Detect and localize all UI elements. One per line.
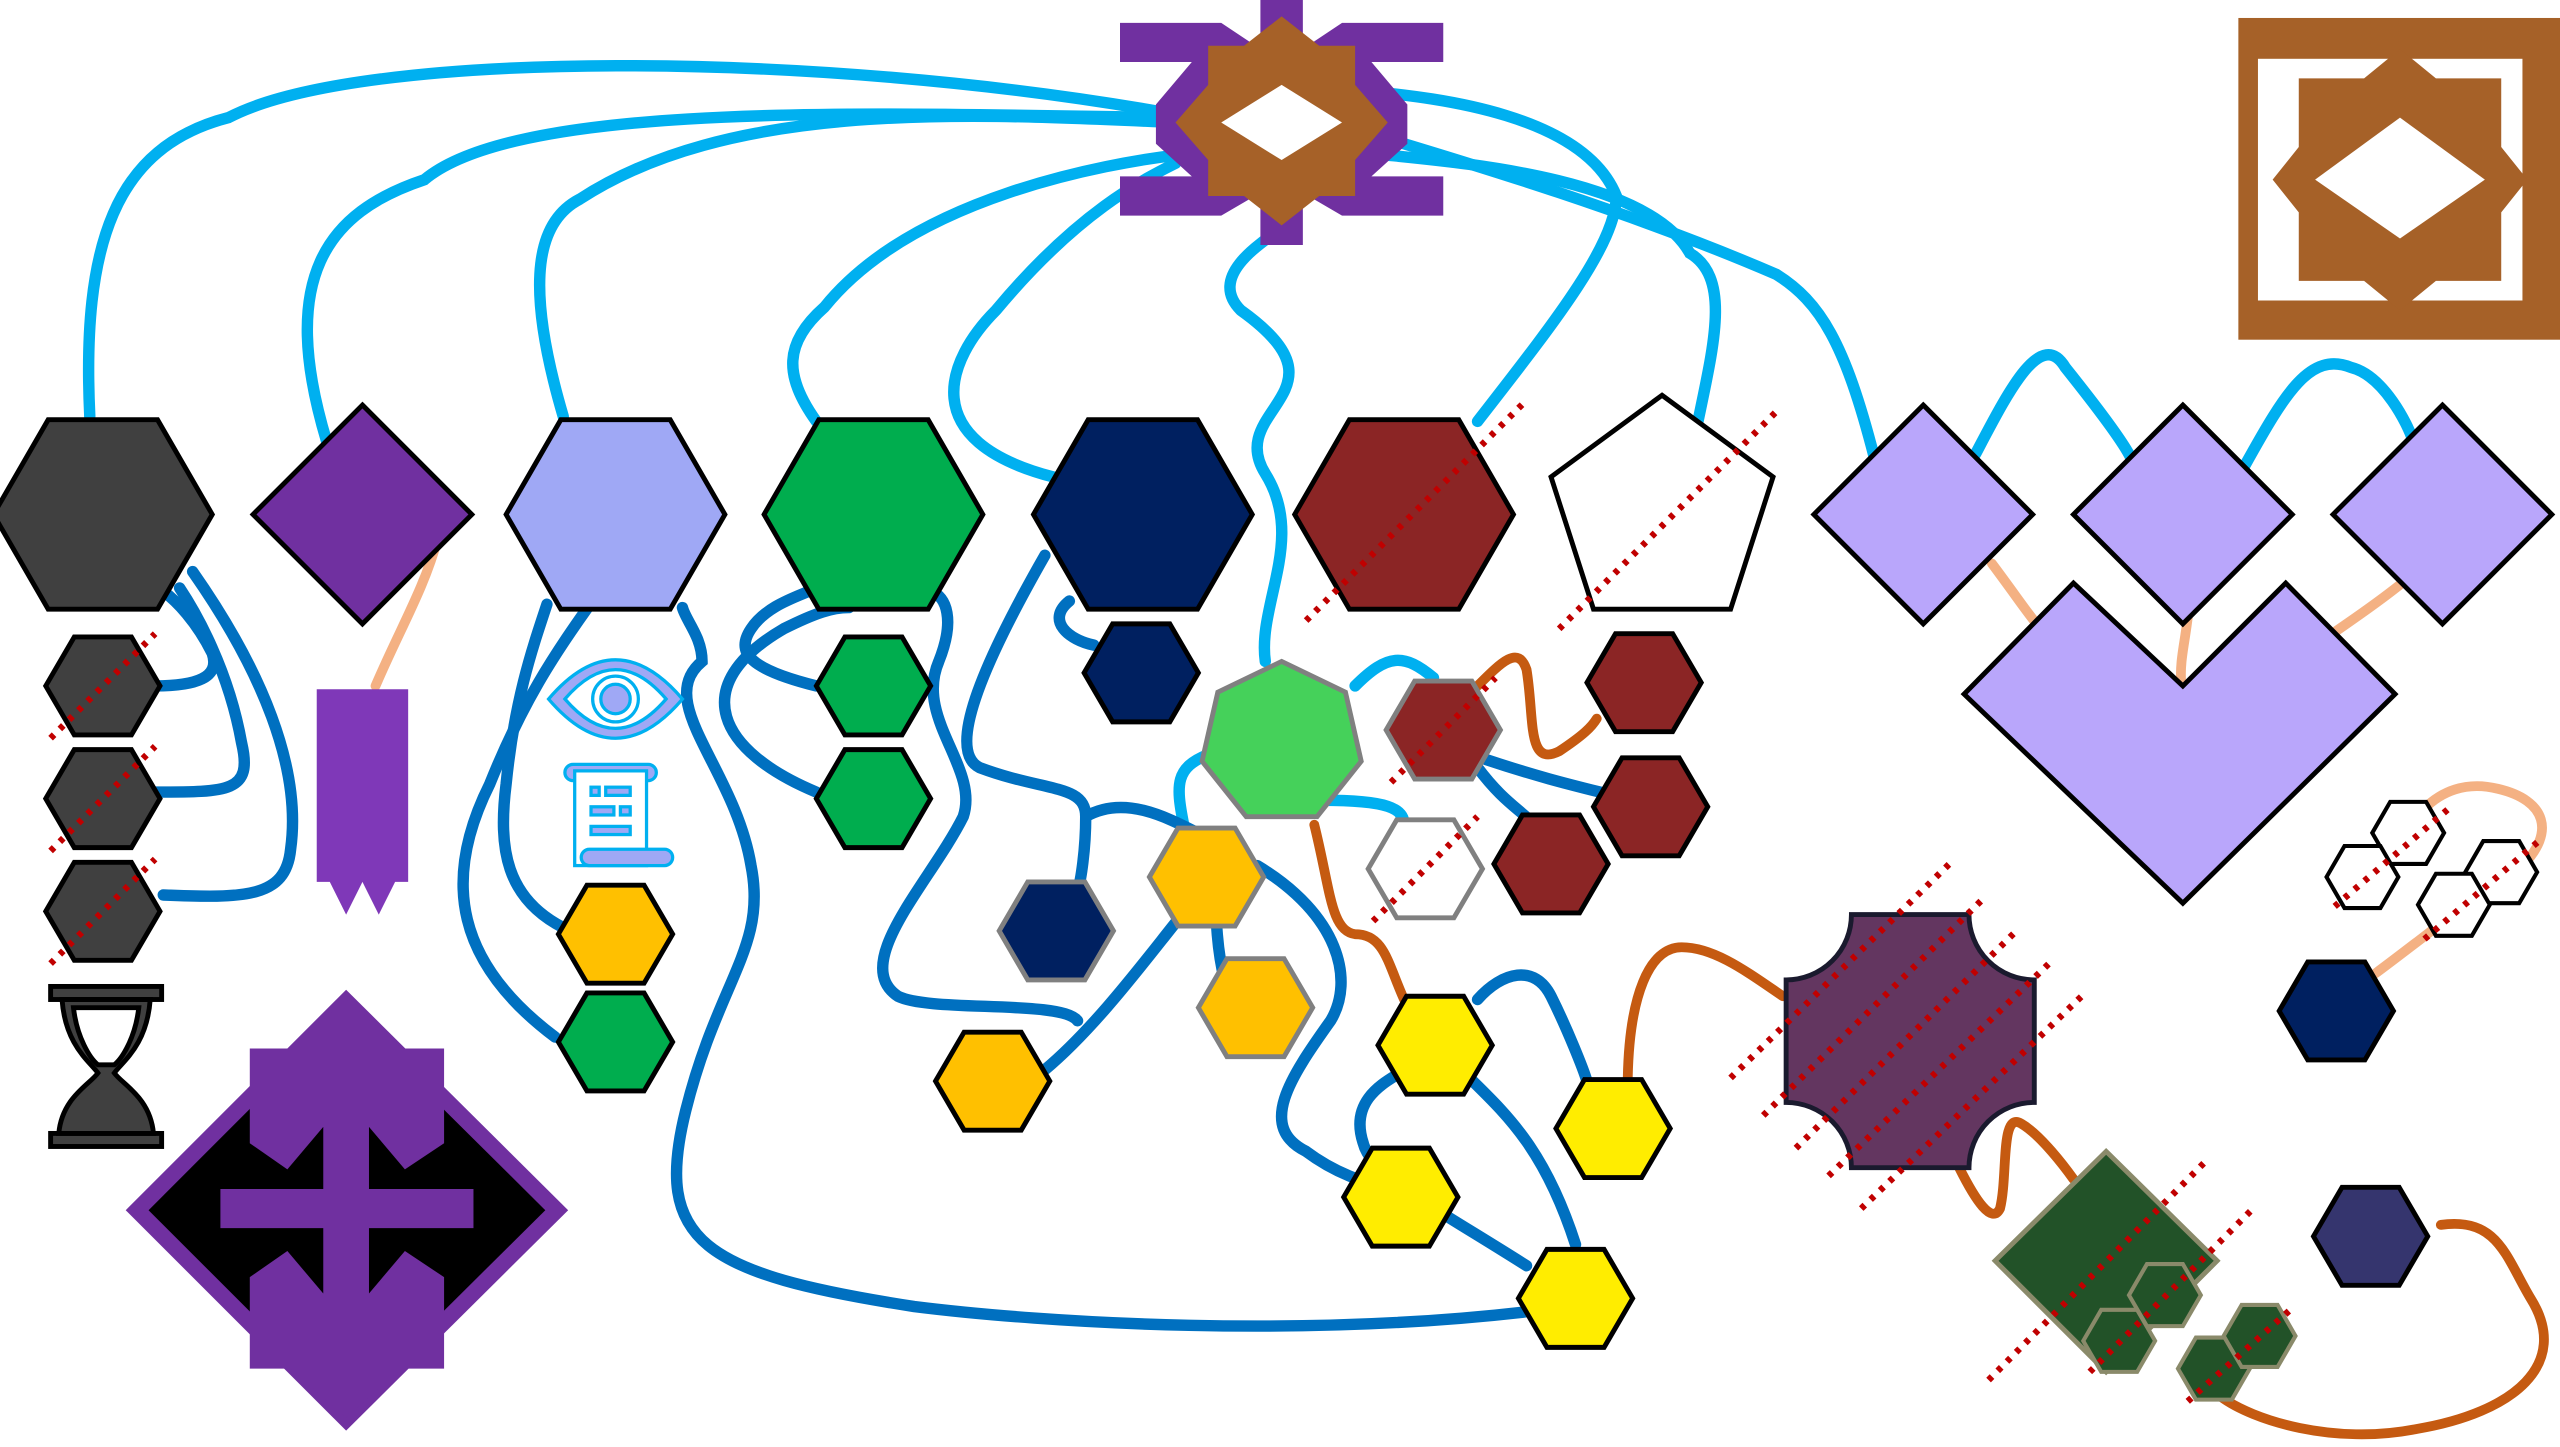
edge-connector (1349, 654, 1440, 692)
edge-connector (1173, 748, 1214, 831)
edge-connector (2215, 1218, 2549, 1440)
small-hex-node-dark-gray[interactable] (42, 634, 163, 738)
edge-connector (1472, 652, 1602, 760)
diamond-node-lavender[interactable] (2329, 401, 2556, 628)
edge-connector (2239, 358, 2419, 472)
small-hex-node-gold[interactable] (1195, 956, 1316, 1060)
edge-connector (497, 598, 569, 934)
small-hex-node-maroon[interactable] (1491, 812, 1611, 916)
diamond-node-lavender[interactable] (1810, 401, 2037, 628)
edge-connector (1969, 349, 2137, 464)
top-right-emblem[interactable] (2238, 17, 2560, 340)
edge-connector (670, 601, 1549, 1332)
scroll-icon[interactable] (563, 762, 675, 868)
chevron-node-lavender[interactable] (1960, 579, 2399, 907)
tiny-hex-node-white[interactable] (2415, 871, 2493, 938)
small-hexes-layer (42, 621, 2540, 1402)
edge-connector (1622, 942, 1788, 1083)
edge-connector (1354, 1064, 1533, 1272)
edge-connector (2176, 612, 2193, 688)
edge-connector (877, 585, 1084, 1027)
small-hex-node-gold[interactable] (932, 1029, 1053, 1133)
small-hex-node-navy[interactable] (1081, 621, 1202, 725)
edge-connector (1954, 1117, 2079, 1219)
small-hex-node-navy[interactable] (2276, 959, 2397, 1063)
hex-node-periwinkle[interactable] (503, 417, 728, 612)
edge-connector (1455, 1064, 1582, 1251)
small-hex-node-gold[interactable] (555, 882, 676, 986)
edge-connector (1224, 222, 1295, 668)
edge-connector (457, 601, 594, 1043)
edge-connector (1986, 558, 2046, 634)
pentagon-node-white[interactable] (1548, 392, 1776, 612)
edge-connector (1251, 859, 1394, 1195)
small-hex-node-dark-gray[interactable] (42, 747, 163, 851)
small-hex-node-dark-gray[interactable] (42, 859, 163, 963)
small-hex-node-yellow[interactable] (1340, 1145, 1461, 1249)
tiny-hex-node-white[interactable] (2324, 843, 2401, 911)
nodes-layer (0, 392, 2556, 907)
slash-marks-layer (48, 397, 2541, 1404)
tiny-hex-node-forest[interactable] (2221, 1302, 2298, 1370)
hourglass-icon[interactable] (48, 983, 165, 1149)
edge-connector (534, 110, 1182, 423)
edge-connector (1471, 969, 1593, 1087)
hex-node-dark-gray[interactable] (0, 417, 216, 612)
edge-connector (1480, 753, 1606, 798)
hex-node-navy[interactable] (1030, 417, 1256, 612)
hex-node-green[interactable] (761, 417, 986, 612)
edge-connector (82, 60, 1182, 423)
edge-connector (2329, 579, 2405, 637)
small-hex-node-maroon[interactable] (1584, 631, 1705, 735)
small-hex-node-yellow[interactable] (1515, 1246, 1636, 1350)
edge-connector (961, 549, 1092, 896)
small-hex-node-maroon[interactable] (1590, 755, 1711, 859)
small-hex-node-white[interactable] (1365, 817, 1486, 921)
diamond-node-purple[interactable] (249, 401, 476, 628)
locked-slash-mark (2185, 1304, 2297, 1404)
edge-connector (739, 582, 823, 692)
small-hex-node-yellow[interactable] (1553, 1077, 1674, 1180)
small-hex-node-green[interactable] (555, 990, 676, 1094)
edge-connector (157, 565, 299, 902)
edge-connector (1309, 819, 1409, 1005)
edge-connector (1382, 133, 1880, 464)
small-hex-node-navy[interactable] (996, 879, 1117, 983)
eye-icon[interactable] (546, 658, 685, 740)
edge-connector (301, 108, 1182, 447)
top-root-emblem[interactable] (1120, 0, 1444, 245)
plum-octagon-node[interactable] (1783, 912, 2037, 1171)
banner-icon[interactable] (316, 689, 409, 915)
small-hex-node-green[interactable] (813, 747, 934, 851)
edges-layer (82, 60, 2549, 1440)
edge-connector (149, 582, 251, 798)
small-hex-node-yellow[interactable] (1375, 993, 1496, 1097)
small-hex-node-maroon[interactable] (1383, 678, 1504, 782)
small-hex-node-indigo[interactable] (2310, 1184, 2431, 1288)
diamond-node-lavender[interactable] (2070, 401, 2296, 628)
edge-connector (1053, 595, 1100, 651)
edge-connector (1316, 794, 1410, 831)
heptagon-node-lime[interactable] (1199, 658, 1364, 820)
hex-node-maroon[interactable] (1291, 417, 1517, 612)
edge-connector (1039, 917, 1182, 1076)
black-diamond-emblem[interactable] (125, 989, 569, 1431)
edge-connector (787, 149, 1182, 428)
small-hex-node-green[interactable] (813, 634, 934, 738)
small-hex-node-gold[interactable] (1146, 825, 1267, 929)
